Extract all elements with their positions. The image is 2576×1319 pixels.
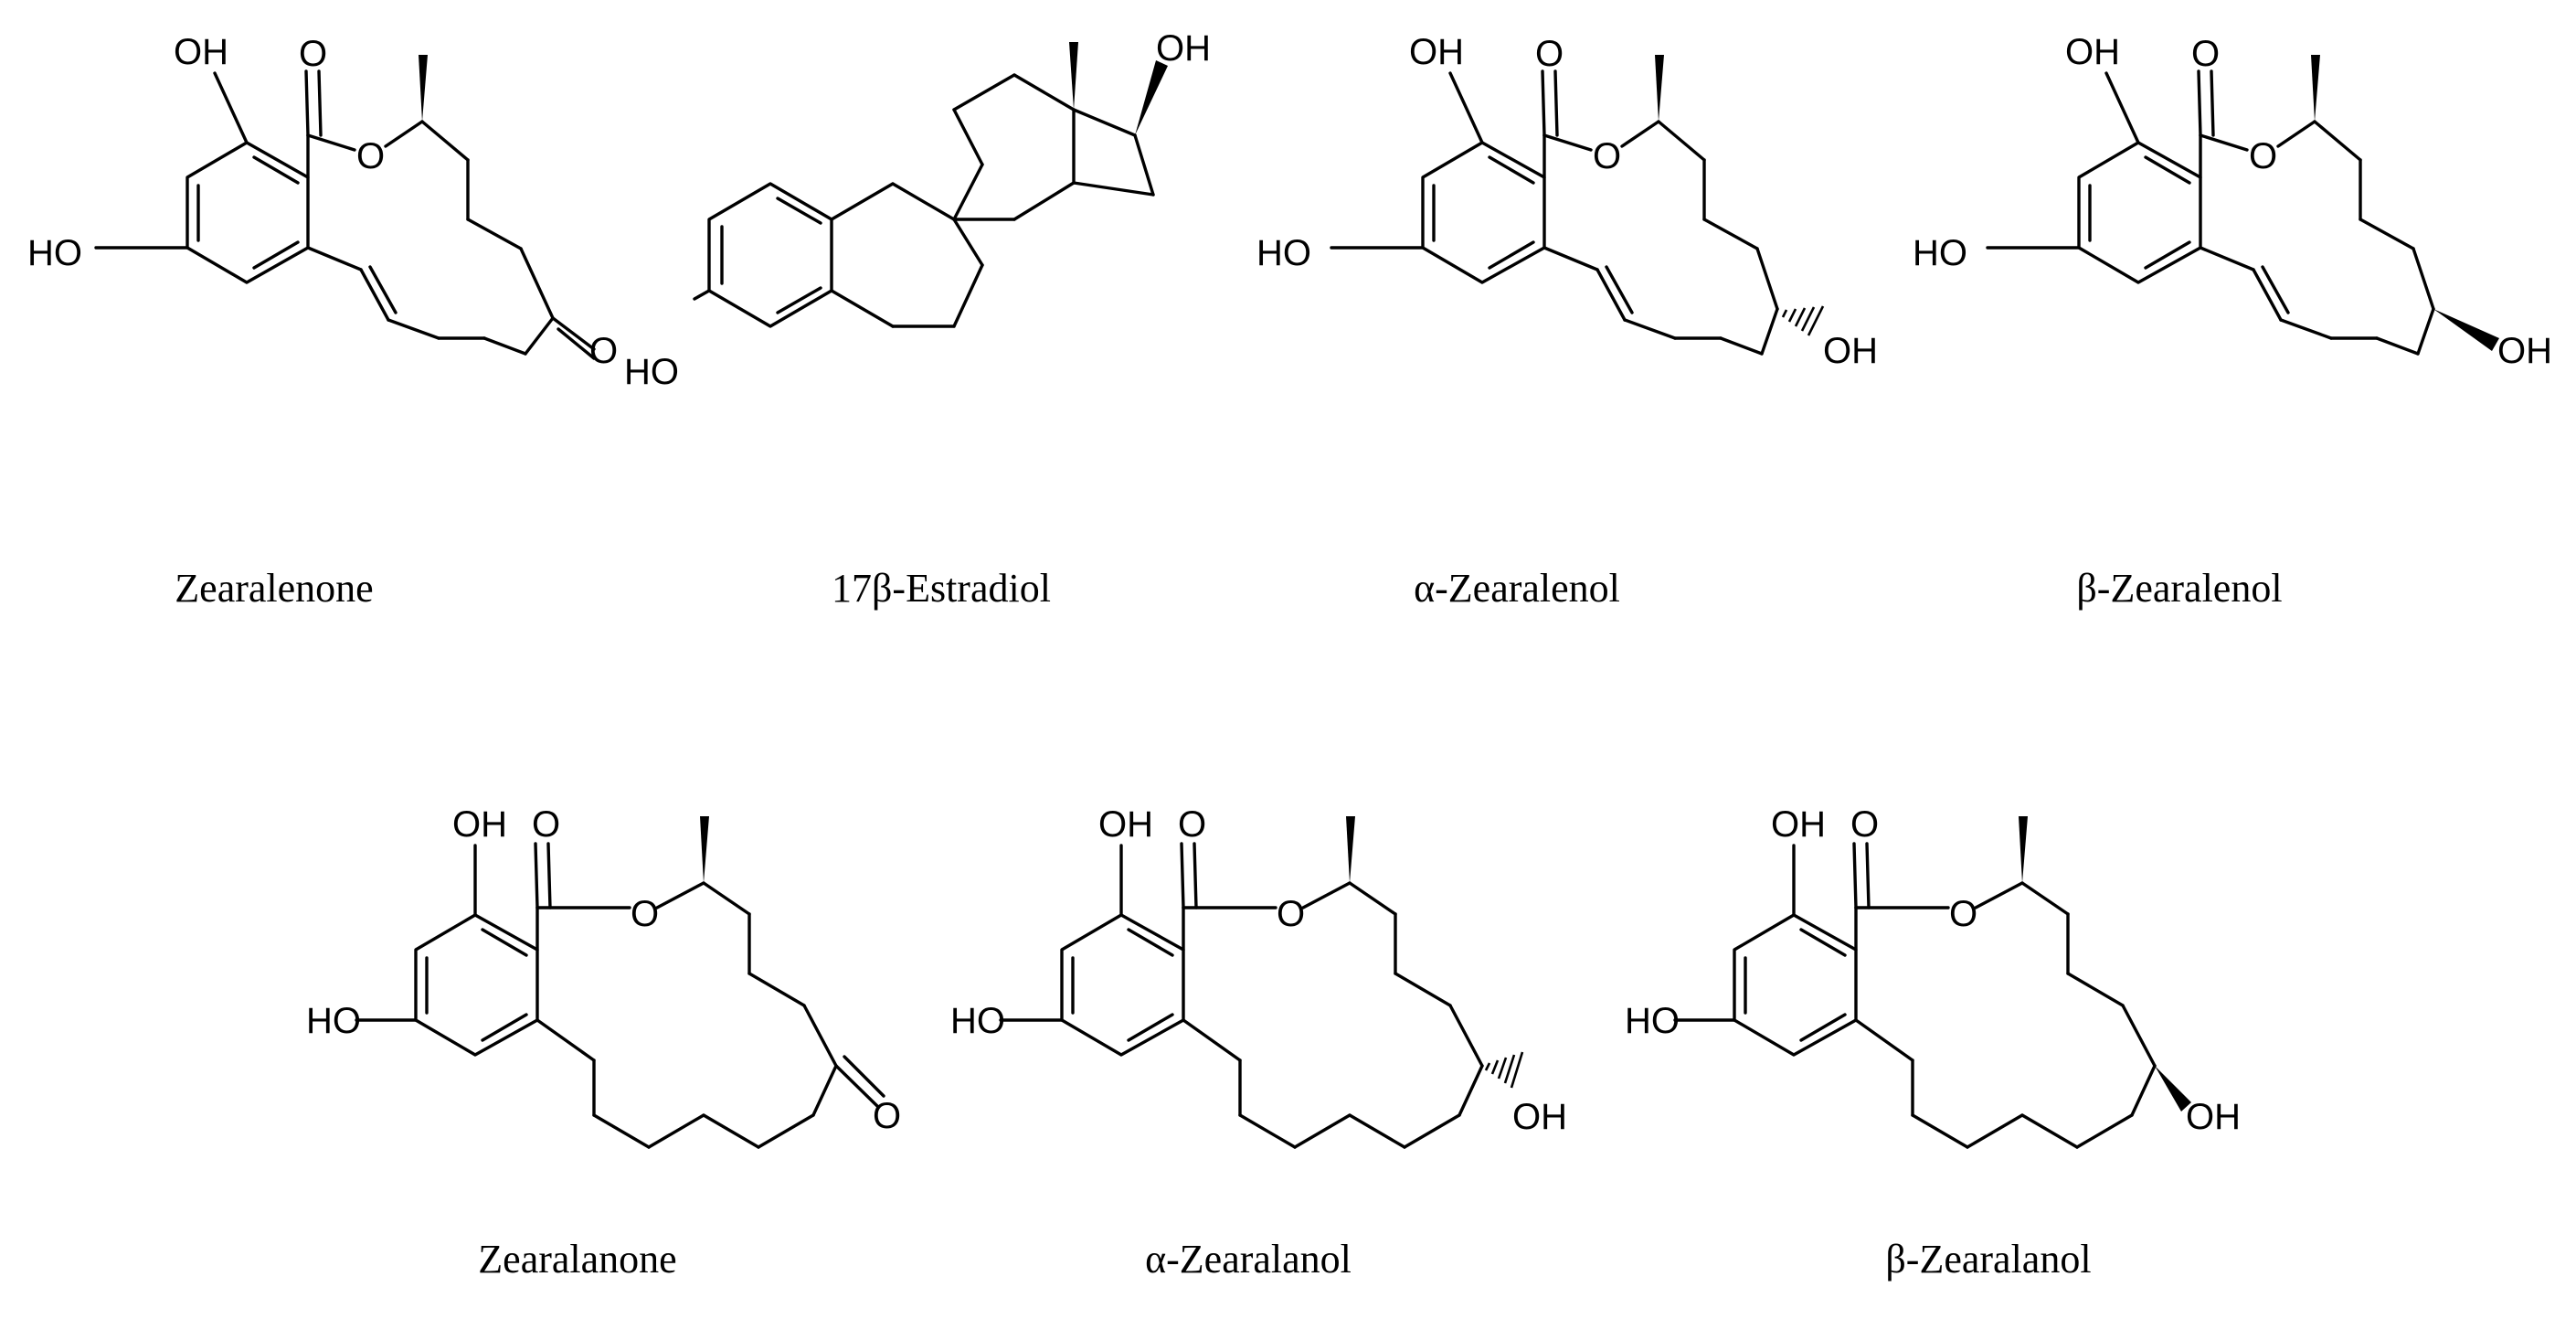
oh-label: OH (1098, 804, 1153, 845)
methyl-wedge (2019, 816, 2028, 883)
ester-o-label: O (1593, 136, 1621, 176)
alpha-zearalanol-structure: OH O O HO OH α-Zearalanol (950, 804, 1567, 1282)
ester-o-label: O (631, 894, 659, 934)
ho-label: HO (27, 233, 82, 273)
carbonyl-o-label: O (1535, 34, 1564, 74)
compound-name: Zearalanone (478, 1237, 676, 1282)
oh-label: OH (452, 804, 507, 845)
oh-hashed-wedge (1484, 1051, 1524, 1089)
methyl-wedge (1655, 55, 1664, 122)
ho-label: HO (1256, 233, 1311, 273)
methyl-wedge (1346, 816, 1355, 883)
ho-label: HO (950, 1001, 1005, 1041)
bonds (693, 73, 1155, 328)
atom-labels: OH O O HO O (27, 32, 618, 371)
methyl-wedge (700, 816, 709, 883)
bonds (999, 842, 1484, 1149)
ketone-o-label: O (873, 1096, 901, 1136)
methyl-wedge (2311, 55, 2320, 122)
ho-label: HO (306, 1001, 361, 1041)
ho-label: HO (1625, 1001, 1680, 1041)
carbonyl-o-label: O (1178, 804, 1206, 845)
ho-label: HO (1913, 233, 1967, 273)
ester-o-label: O (356, 136, 385, 176)
ketone-o-label: O (589, 331, 618, 371)
oh-label: OH (174, 32, 228, 72)
atom-labels: OH O O HO O (306, 804, 901, 1136)
bonds (1673, 842, 2157, 1149)
alpha-zearalenol-structure: OH O O HO OH α-Zearalenol (1256, 32, 1878, 611)
ester-o-label: O (1277, 894, 1305, 934)
atom-labels: OH O O HO OH (1256, 32, 1878, 371)
zearalanone-structure: OH O O HO O Zearalanone (306, 804, 901, 1282)
carbonyl-o-label: O (1850, 804, 1879, 845)
ester-o-label: O (1949, 894, 1977, 934)
oh-label: OH (1771, 804, 1826, 845)
bonds (1986, 69, 2435, 356)
oh-label: OH (1409, 32, 1464, 72)
oh-label: OH (2065, 32, 2120, 72)
estradiol-structure: OH HO 17β-Estradiol (624, 28, 1211, 611)
atom-labels: OH O O HO OH (1625, 804, 2241, 1137)
atom-labels: OH HO (624, 28, 1211, 392)
compound-name: β-Zearalenol (2076, 566, 2282, 611)
compound-name: β-Zearalanol (1885, 1237, 2091, 1282)
beta-zearalenol-structure: OH O O HO OH β-Zearalenol (1913, 32, 2552, 611)
bonds (94, 69, 596, 360)
carbonyl-o-label: O (299, 34, 327, 74)
bonds (355, 842, 885, 1149)
carbonyl-o-label: O (532, 804, 560, 845)
compound-name: Zearalenone (175, 566, 373, 611)
ho-label: HO (624, 352, 679, 392)
tail-oh-label: OH (1512, 1097, 1567, 1137)
compound-name: α-Zearalanol (1145, 1237, 1352, 1282)
zearalenone-structure: OH O O HO O Zearalenone (27, 32, 618, 611)
oh-wedge (1135, 60, 1168, 135)
tail-oh-label: OH (1823, 331, 1878, 371)
methyl-wedge (419, 55, 428, 122)
oh-wedge (2433, 309, 2499, 351)
atom-labels: OH O O HO OH (950, 804, 1567, 1137)
atom-labels: OH O O HO OH (1913, 32, 2552, 371)
ester-o-label: O (2249, 136, 2277, 176)
oh-hashed-wedge (1781, 305, 1825, 336)
oh-label: OH (1156, 28, 1211, 69)
methyl-wedge (1069, 42, 1078, 110)
compound-name: α-Zearalenol (1414, 566, 1620, 611)
carbonyl-o-label: O (2191, 34, 2220, 74)
bonds (1330, 69, 1779, 356)
beta-zearalanol-structure: OH O O HO OH β-Zearalanol (1625, 804, 2241, 1282)
compound-name: 17β-Estradiol (832, 566, 1051, 611)
oh-wedge (2155, 1066, 2191, 1112)
tail-oh-label: OH (2497, 331, 2552, 371)
tail-oh-label: OH (2186, 1097, 2241, 1137)
